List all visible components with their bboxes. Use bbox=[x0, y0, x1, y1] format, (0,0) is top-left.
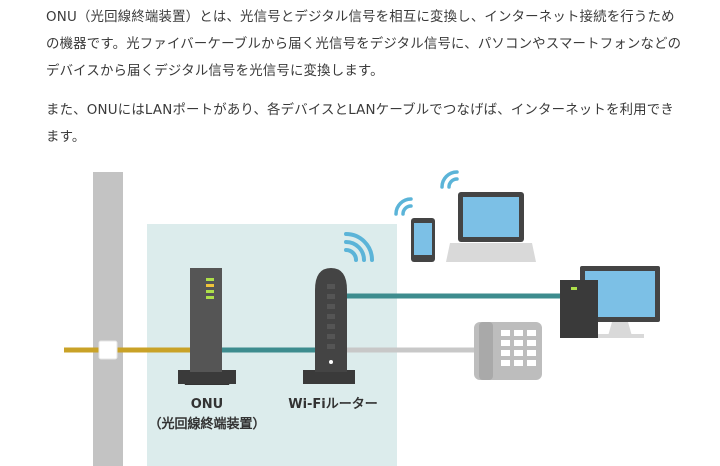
smartphone-icon bbox=[394, 197, 435, 262]
onu-label: ONU bbox=[191, 397, 224, 412]
desktop-pc-icon bbox=[560, 266, 660, 338]
router-label: Wi-Fiルーター bbox=[288, 397, 378, 412]
article-paragraph-2: また、ONUにはLANポートがあり、各デバイスとLANケーブルでつなげば、インタ… bbox=[46, 103, 674, 145]
wifi-signal-icon bbox=[344, 232, 374, 262]
telephone-icon bbox=[474, 322, 542, 380]
onu-label-sub: （光回線終端装置） bbox=[148, 416, 265, 432]
laptop-icon bbox=[440, 170, 536, 262]
cable-junction bbox=[98, 340, 118, 360]
home-area bbox=[147, 224, 397, 466]
onu-device-icon bbox=[178, 268, 236, 385]
utility-pole bbox=[93, 172, 123, 466]
article-paragraph-1: ONU（光回線終端装置）とは、光信号とデジタル信号を相互に変換し、インターネット… bbox=[46, 10, 682, 79]
wifi-router-icon bbox=[303, 268, 355, 384]
